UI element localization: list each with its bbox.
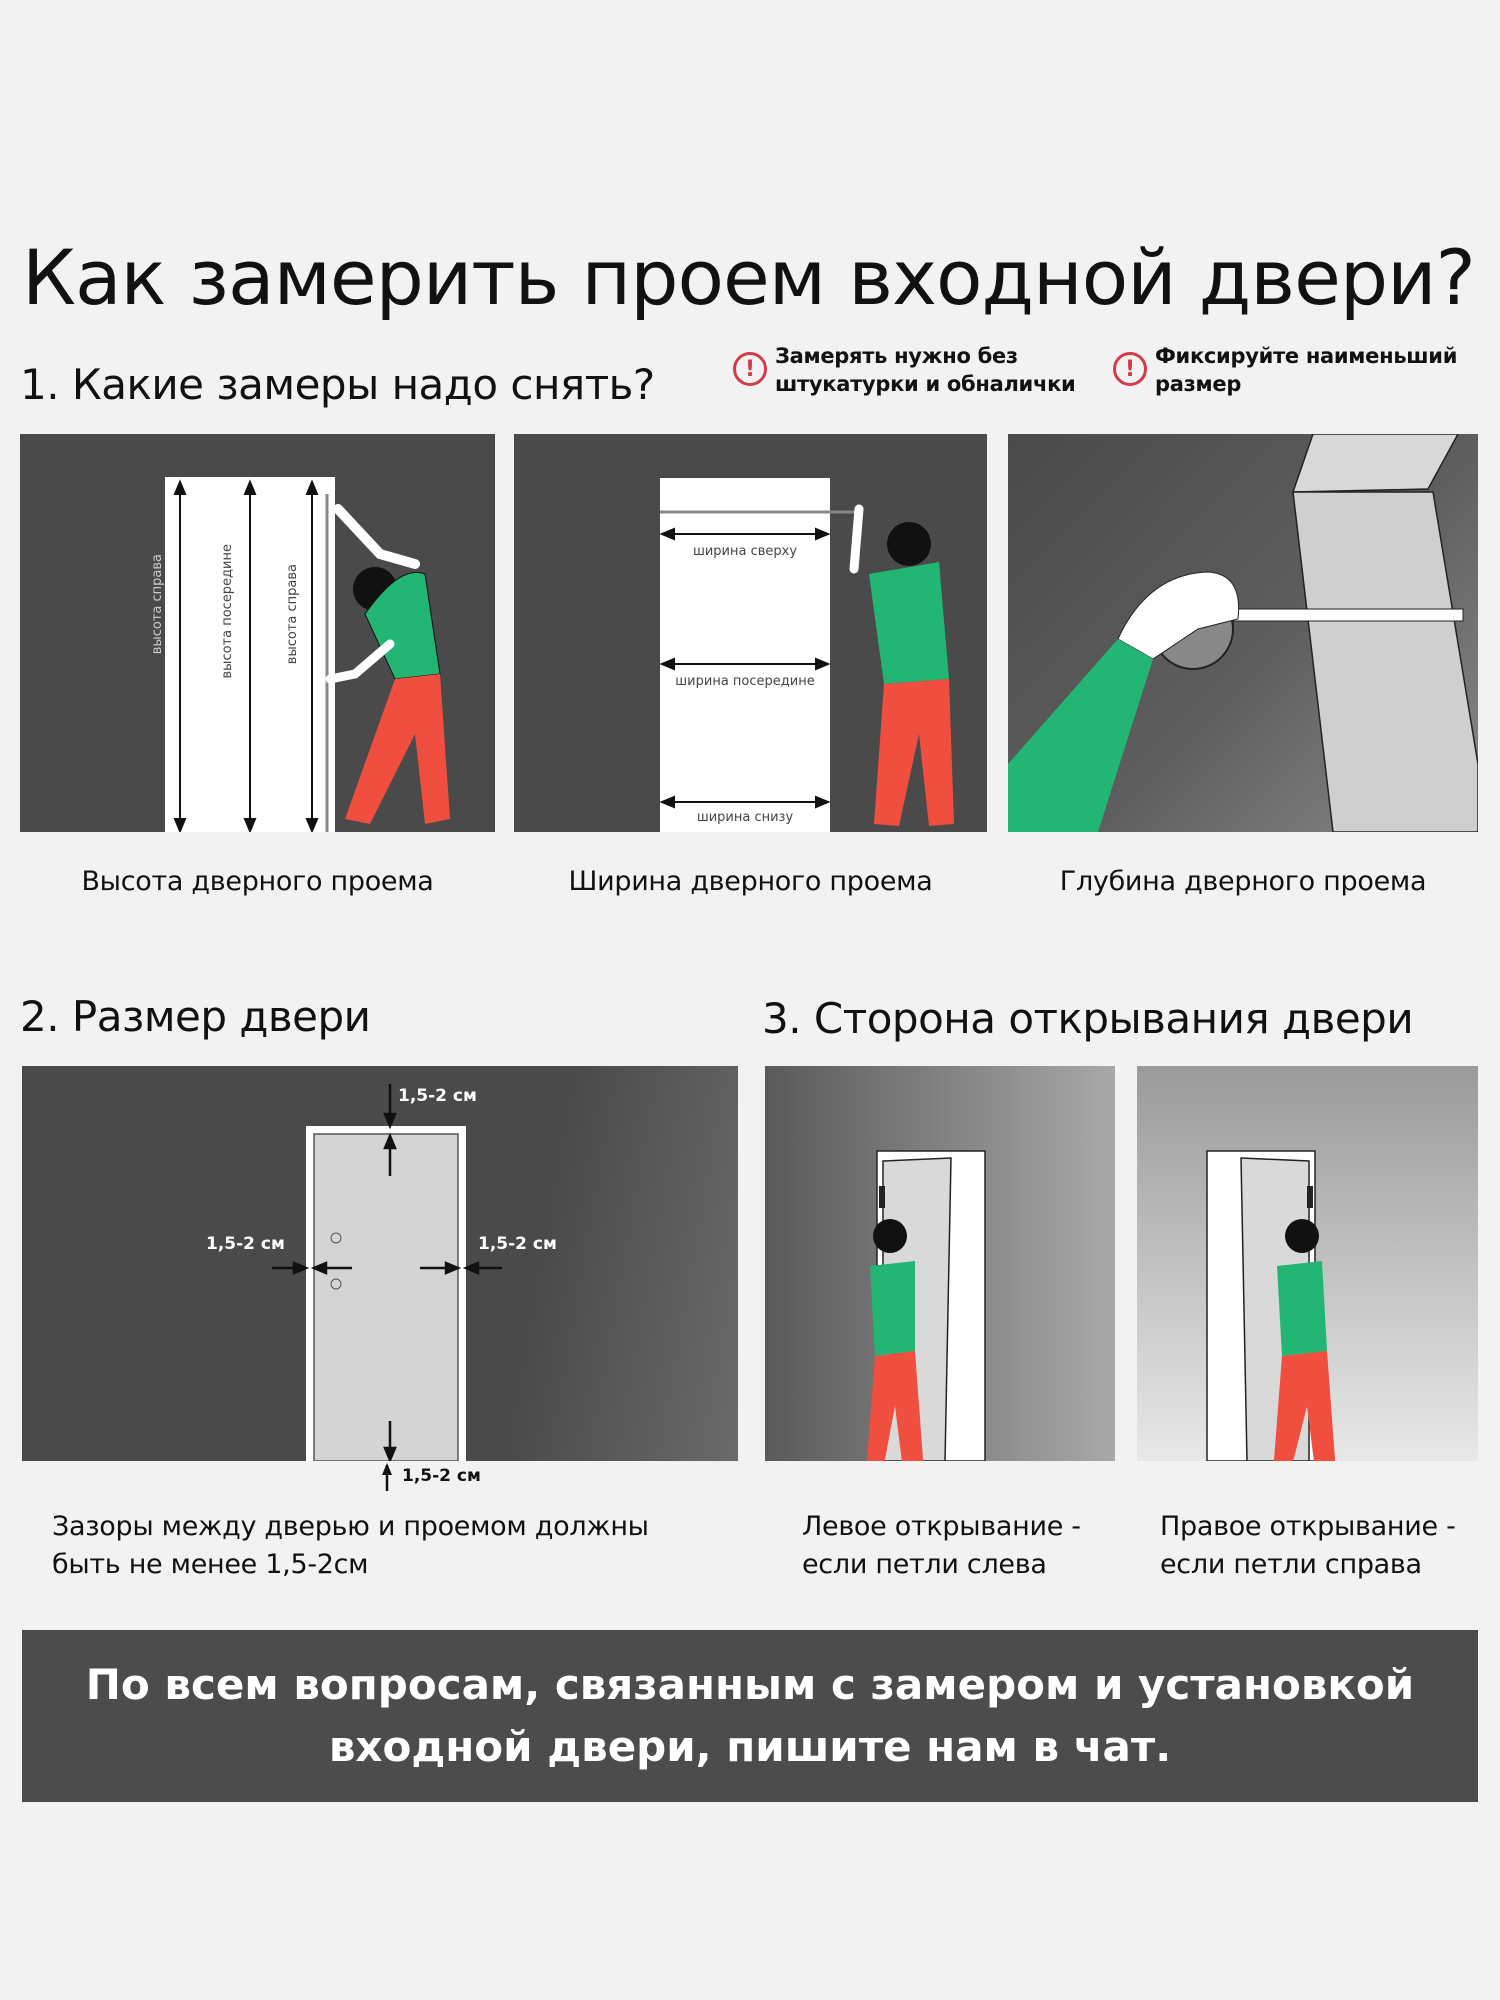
height-measure-diagram bbox=[165, 477, 450, 832]
left-opening-caption: Левое открывание - если петли слева bbox=[802, 1508, 1081, 1584]
caption-line: если петли слева bbox=[802, 1549, 1047, 1580]
width-label-top: ширина сверху bbox=[692, 544, 798, 559]
section-3-heading: 3. Сторона открывания двери bbox=[762, 994, 1414, 1043]
page-title: Как замерить проем входной двери? bbox=[22, 233, 1476, 322]
height-caption: Высота дверного проема bbox=[81, 866, 434, 897]
width-caption: Ширина дверного проема bbox=[568, 866, 933, 897]
door-gap-diagram bbox=[272, 1084, 502, 1461]
banner-line: По всем вопросам, связанным с замером и … bbox=[85, 1660, 1415, 1709]
caption-line: быть не менее 1,5-2см bbox=[52, 1549, 369, 1580]
caption-line: Левое открывание - bbox=[802, 1511, 1081, 1542]
height-label-right: высота справа bbox=[285, 564, 300, 665]
caption-line: Правое открывание - bbox=[1160, 1511, 1456, 1542]
width-measure-diagram bbox=[659, 478, 954, 832]
depth-measure-diagram bbox=[1008, 434, 1478, 832]
warning-icon: ! bbox=[1113, 352, 1147, 386]
gap-top-label: 1,5-2 см bbox=[398, 1086, 477, 1106]
width-label-bottom: ширина снизу bbox=[696, 810, 794, 825]
gap-left-label: 1,5-2 см bbox=[206, 1234, 285, 1254]
width-label-middle: ширина посередине bbox=[675, 674, 815, 689]
notice-text-line: Замерять нужно без bbox=[775, 344, 1018, 368]
notice-no-plaster: ! Замерять нужно без штукатурки и обнали… bbox=[733, 342, 1076, 398]
door-size-illustration: 1,5-2 см 1,5-2 см 1,5-2 см bbox=[22, 1066, 738, 1461]
caption-line: если петли справа bbox=[1160, 1549, 1422, 1580]
depth-illustration bbox=[1008, 434, 1478, 832]
left-opening-door bbox=[866, 1150, 986, 1461]
gap-bottom-label: 1,5-2 см bbox=[402, 1466, 481, 1486]
section-2-heading: 2. Размер двери bbox=[20, 992, 371, 1041]
gap-right-label: 1,5-2 см bbox=[478, 1234, 557, 1254]
width-illustration: ширина сверху ширина посередине ширина с… bbox=[514, 434, 987, 832]
height-illustration: высота справа высота посередине высота с… bbox=[20, 434, 495, 832]
notice-text-line: штукатурки и обналички bbox=[775, 372, 1076, 396]
height-label-left: высота справа bbox=[150, 554, 165, 655]
warning-icon: ! bbox=[733, 352, 767, 386]
right-opening-illustration bbox=[1137, 1066, 1478, 1461]
gap-bottom-arrow bbox=[382, 1463, 392, 1491]
right-opening-caption: Правое открывание - если петли справа bbox=[1160, 1508, 1456, 1584]
depth-caption: Глубина дверного проема bbox=[1059, 866, 1427, 897]
height-label-middle: высота посередине bbox=[220, 544, 235, 679]
banner-line: входной двери, пишите нам в чат. bbox=[328, 1722, 1172, 1771]
right-opening-door bbox=[1206, 1150, 1336, 1461]
notice-text-line: Фиксируйте наименьший bbox=[1155, 344, 1458, 368]
left-opening-illustration bbox=[765, 1066, 1115, 1461]
notice-text-line: размер bbox=[1155, 372, 1242, 396]
section-1-heading: 1. Какие замеры надо снять? bbox=[20, 360, 655, 409]
notice-smallest-size: ! Фиксируйте наименьший размер bbox=[1113, 342, 1457, 398]
caption-line: Зазоры между дверью и проемом должны bbox=[52, 1511, 649, 1542]
door-gap-caption: Зазоры между дверью и проемом должны быт… bbox=[52, 1508, 649, 1584]
contact-banner: По всем вопросам, связанным с замером и … bbox=[22, 1630, 1478, 1802]
